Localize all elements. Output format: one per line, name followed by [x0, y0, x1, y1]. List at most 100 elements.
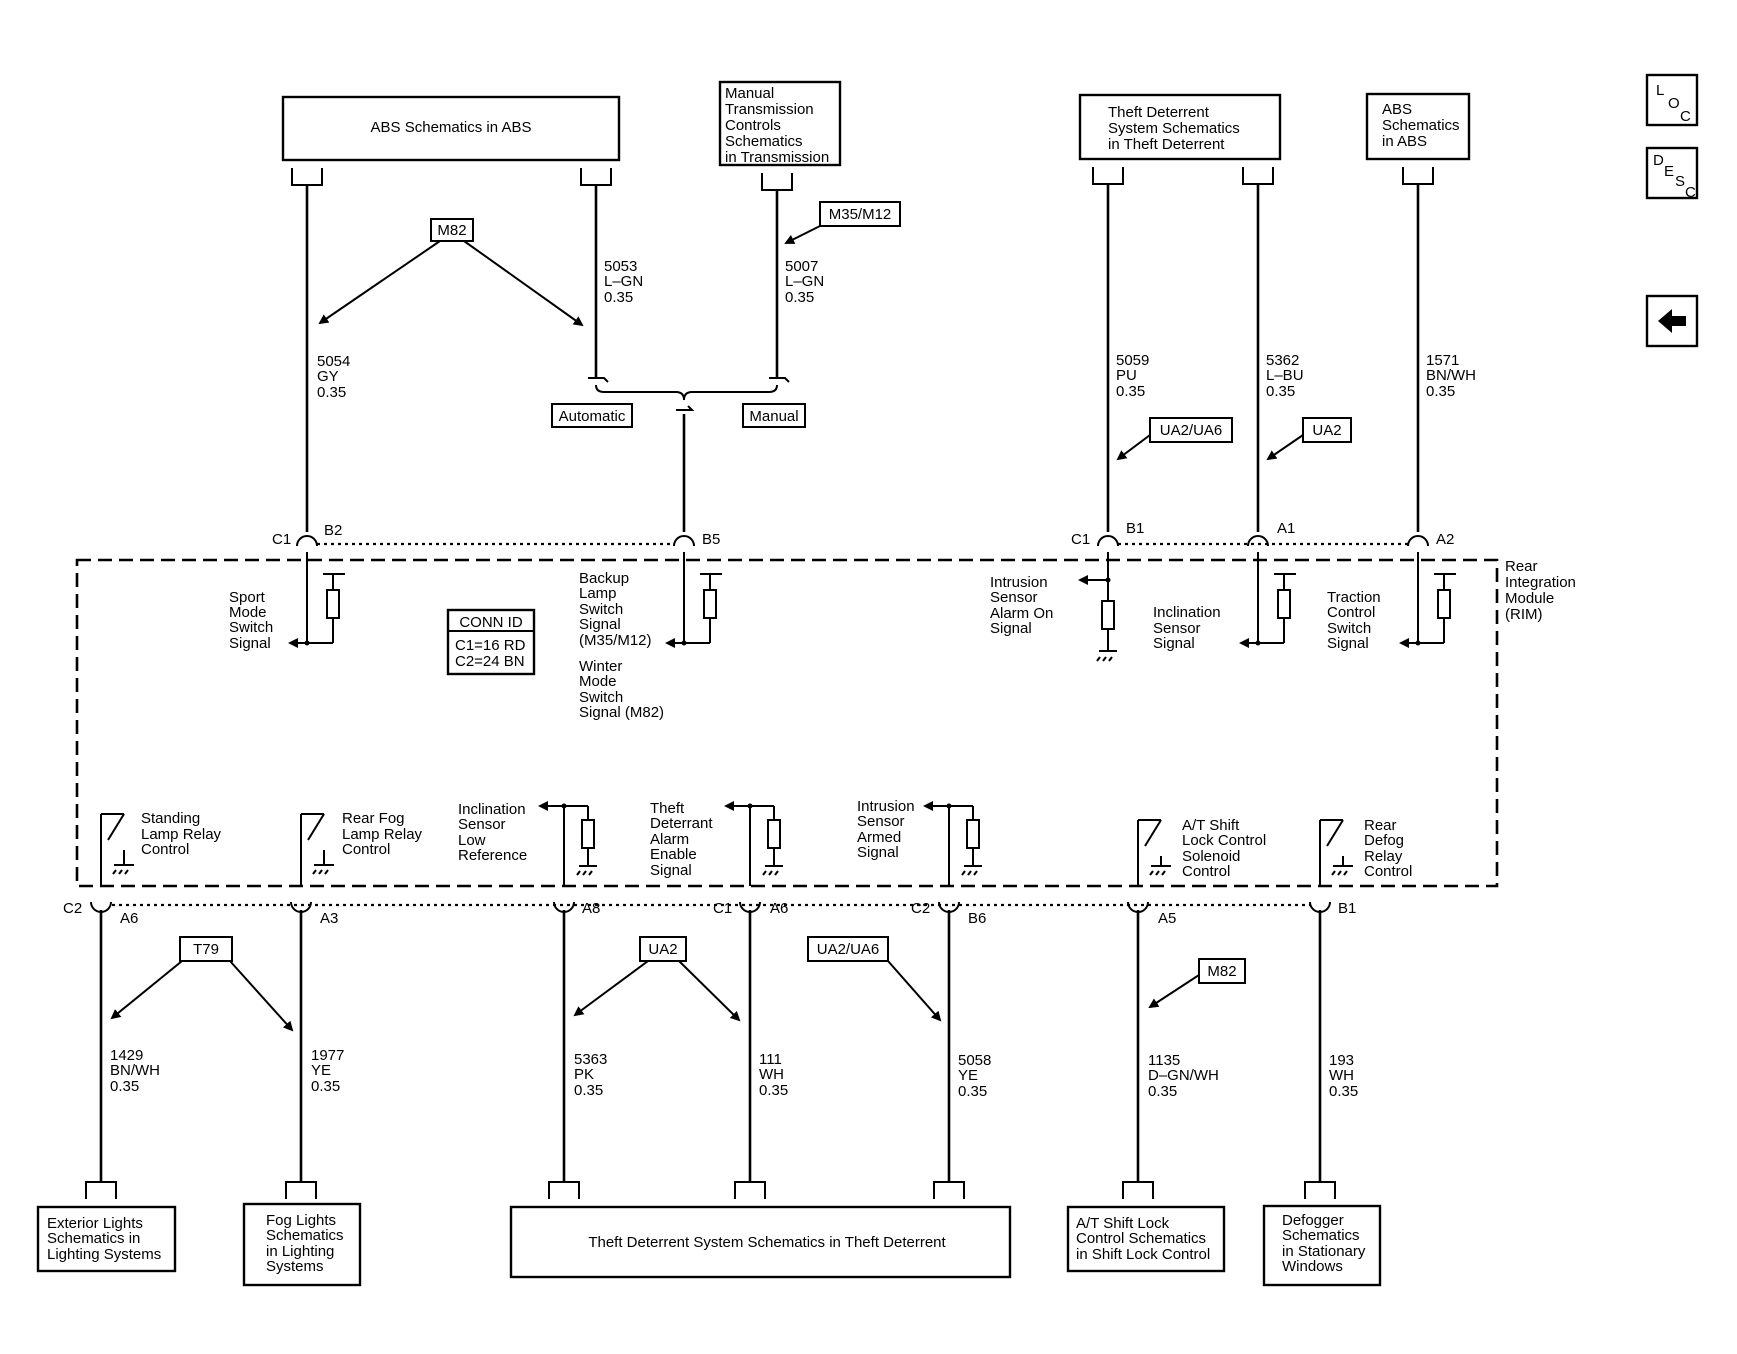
fog-line1: Fog Lights [266, 1212, 336, 1229]
pin-a8-bottom: A8 [582, 900, 600, 917]
pin-a2-top: A2 [1436, 531, 1454, 548]
sig-line: Deterrant [650, 815, 713, 832]
fog-lights-box[interactable] [242, 1202, 362, 1287]
loc-button[interactable]: L O C [1645, 73, 1699, 127]
wire-label-5007: 5007 L–GN 0.35 [785, 258, 824, 306]
shift-lock-box[interactable] [1066, 1205, 1226, 1273]
theft-deterrent-top-box[interactable] [1078, 93, 1282, 161]
sig-line: Winter [579, 658, 622, 675]
wire-circuit: 5053 [604, 258, 637, 275]
wire-label-5058: 5058 YE 0.35 [958, 1052, 991, 1100]
sig-line: Lamp Relay [342, 826, 423, 843]
exterior-line3: Lighting Systems [47, 1246, 161, 1263]
pin-c2-bottom: C2 [63, 900, 82, 917]
wire-size: 0.35 [110, 1078, 139, 1095]
fog-line3: in Lighting [266, 1243, 334, 1260]
wire-label-1977: 1977 YE 0.35 [311, 1047, 344, 1095]
bottom-connector-stubs [85, 1181, 1336, 1199]
conn-id-box: CONN ID C1=16 RD C2=24 BN [446, 608, 536, 676]
sig-line: Inclination [458, 801, 526, 818]
wire-label-111: 111 WH 0.35 [759, 1051, 788, 1099]
signal-intrusion-alarm: Intrusion Sensor Alarm On Signal [990, 574, 1053, 637]
wire-color: BN/WH [1426, 367, 1476, 384]
wire-size: 0.35 [759, 1082, 788, 1099]
wire-label-5059: 5059 PU 0.35 [1116, 352, 1149, 400]
wire-size: 0.35 [574, 1082, 603, 1099]
desc-button[interactable]: D E S C [1645, 146, 1699, 201]
wire-circuit: 5058 [958, 1052, 991, 1069]
sig-line: Solenoid [1182, 848, 1240, 865]
pin-c1-top: C1 [272, 531, 291, 548]
wire-color: WH [1329, 1067, 1354, 1084]
theft-deterrent-bottom-box[interactable] [509, 1205, 1012, 1279]
wire-label-193: 193 WH 0.35 [1329, 1052, 1358, 1100]
sig-line: Lamp Relay [141, 826, 222, 843]
m82-tag-bottom-label: M82 [1207, 963, 1236, 980]
pin-a6-bottom: A6 [120, 910, 138, 927]
wire-label-1135: 1135 D–GN/WH 0.35 [1148, 1052, 1219, 1100]
rim-module-outline [75, 558, 1499, 888]
sig-line: Sensor [458, 816, 506, 833]
t79-tag-label: T79 [193, 941, 219, 958]
pin-a5-bottom: A5 [1158, 910, 1176, 927]
fog-line2: Schematics [266, 1227, 344, 1244]
defogger-line3: in Stationary [1282, 1243, 1366, 1260]
m82-tag-top [430, 218, 474, 242]
sig-line: Low [458, 832, 486, 849]
manual-transmission-box[interactable] [718, 80, 842, 167]
wire-size: 0.35 [1426, 383, 1455, 400]
defogger-box[interactable] [1262, 1204, 1382, 1287]
theft-top-line3: in Theft Deterrent [1108, 136, 1225, 153]
defogger-line4: Windows [1282, 1258, 1343, 1275]
wire-color: PK [574, 1066, 594, 1083]
wire-color: PU [1116, 367, 1137, 384]
internal-bottom-circuits [100, 801, 1353, 886]
sig-line: Lock Control [1182, 832, 1266, 849]
ua2-tag-bottom [639, 936, 687, 962]
signal-backup-lamp: Backup Lamp Switch Signal (M35/M12) [579, 570, 652, 649]
loc-char-o: O [1668, 95, 1680, 112]
desc-char-s: S [1675, 173, 1685, 190]
top-connector-stubs [291, 167, 1434, 191]
wire-size: 0.35 [1116, 383, 1145, 400]
wire-circuit: 111 [759, 1051, 782, 1068]
ua2-ua6-tag-top-label: UA2/UA6 [1160, 422, 1223, 439]
desc-char-e: E [1664, 163, 1674, 180]
sig-line: Signal [1153, 635, 1195, 652]
wire-label-1571: 1571 BN/WH 0.35 [1426, 352, 1476, 400]
module-name-line3: Module [1505, 590, 1554, 607]
exterior-lights-box[interactable] [36, 1205, 177, 1273]
bottom-pin-arcs [90, 901, 1331, 913]
sig-line: Signal [990, 620, 1032, 637]
sig-line: Alarm [650, 831, 689, 848]
bottom-wires [99, 910, 1322, 1182]
sig-line: Control [1182, 863, 1230, 880]
module-name-line4: (RIM) [1505, 606, 1543, 623]
back-button[interactable] [1645, 294, 1699, 348]
automatic-tag [551, 403, 633, 428]
shiftlock-line3: in Shift Lock Control [1076, 1246, 1210, 1263]
shiftlock-line1: A/T Shift Lock [1076, 1215, 1170, 1232]
wire-circuit: 1429 [110, 1047, 143, 1064]
sig-line: Relay [1364, 848, 1403, 865]
sig-line: Lamp [579, 585, 617, 602]
signal-inclination-low-ref: Inclination Sensor Low Reference [458, 801, 527, 864]
pin-a1-top: A1 [1277, 520, 1295, 537]
ua2-ua6-tag-top [1149, 417, 1233, 443]
wire-color: D–GN/WH [1148, 1067, 1219, 1084]
abs-schematics-box[interactable] [281, 95, 621, 162]
wire-size: 0.35 [958, 1083, 987, 1100]
wire-circuit: 1135 [1148, 1052, 1180, 1069]
abs-small-line2: Schematics [1382, 117, 1460, 134]
conn-id-title: CONN ID [459, 614, 523, 631]
sig-line: Alarm On [990, 605, 1053, 622]
sig-line: Sensor [857, 813, 905, 830]
abs-small-box[interactable] [1365, 92, 1471, 161]
manual-box-line5: in Transmission [725, 149, 829, 166]
fog-line4: Systems [266, 1258, 324, 1275]
wire-circuit: 5059 [1116, 352, 1149, 369]
manual-tag-label: Manual [749, 408, 798, 425]
theft-top-line1: Theft Deterrent [1108, 104, 1210, 121]
pin-b5: B5 [702, 531, 720, 548]
wire-size: 0.35 [785, 289, 814, 306]
